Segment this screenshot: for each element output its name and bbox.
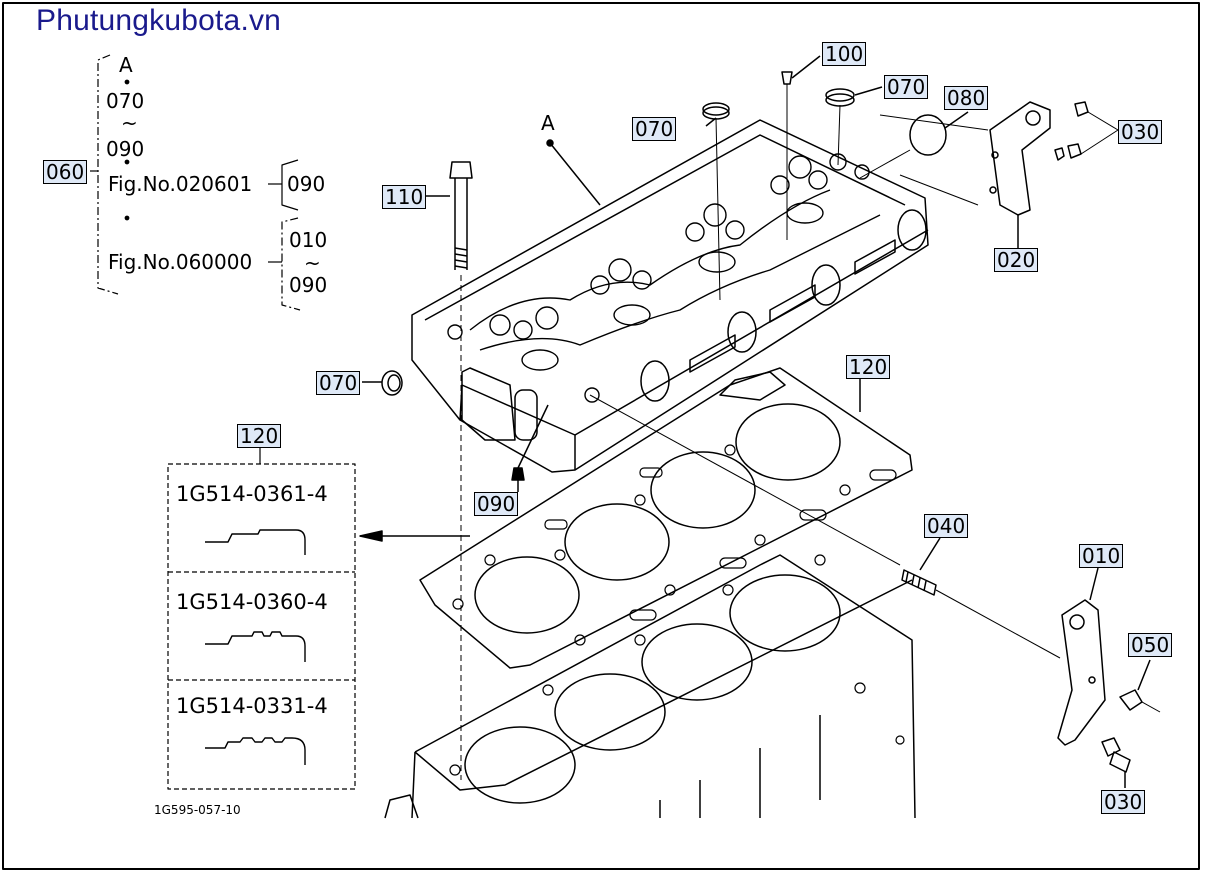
callout-040[interactable]: 040 <box>924 514 969 538</box>
gasket-variant-part-no: 1G514-0331-4 <box>176 694 328 718</box>
bracket-010 <box>1057 567 1106 746</box>
legend-range-from: 070 <box>106 89 145 113</box>
point-a-label: A <box>541 111 555 135</box>
legend-fig-2-tilde: ~ <box>304 251 321 275</box>
cylinder-block <box>384 554 916 819</box>
bolt-110 <box>424 161 473 780</box>
head-gasket <box>419 367 913 669</box>
legend-range-to: 090 <box>106 137 145 161</box>
callout-090[interactable]: 090 <box>474 492 519 516</box>
legend-brackets <box>90 54 301 311</box>
callout-050[interactable]: 050 <box>1128 633 1173 657</box>
callout-080[interactable]: 080 <box>944 86 989 110</box>
cylinder-head <box>411 119 929 473</box>
drawing-code: 1G595-057-10 <box>154 803 241 817</box>
callout-030-bottom[interactable]: 030 <box>1101 790 1146 814</box>
legend-fig-1-ref: 090 <box>287 172 326 196</box>
callout-020[interactable]: 020 <box>994 248 1039 272</box>
callout-030-top[interactable]: 030 <box>1118 120 1163 144</box>
gasket-profiles <box>205 529 306 765</box>
legend-tilde: ~ <box>121 111 138 135</box>
callout-110[interactable]: 110 <box>382 185 427 209</box>
bracket-020 <box>879 101 1119 248</box>
site-title[interactable]: Phutungkubota.vn <box>36 4 282 37</box>
callout-070-left[interactable]: 070 <box>632 117 677 141</box>
legend-fig-2-from: 010 <box>289 228 328 252</box>
callout-010[interactable]: 010 <box>1079 544 1124 568</box>
callout-060[interactable]: 060 <box>43 160 88 184</box>
callout-100[interactable]: 100 <box>822 42 867 66</box>
gasket-variant-part-no: 1G514-0360-4 <box>176 590 328 614</box>
gasket-variant-part-no: 1G514-0361-4 <box>176 482 328 506</box>
legend-fig-1[interactable]: Fig.No.020601 <box>108 172 253 196</box>
legend-fig-2[interactable]: Fig.No.060000 <box>108 250 253 274</box>
callout-120-variants[interactable]: 120 <box>237 424 282 448</box>
legend-fig-2-to: 090 <box>289 273 328 297</box>
callout-120-gasket[interactable]: 120 <box>846 355 891 379</box>
stud-040 <box>901 537 1061 659</box>
callout-070-side[interactable]: 070 <box>316 371 361 395</box>
legend-point-a: A <box>119 53 133 77</box>
gasket-variant-box <box>167 463 356 790</box>
callout-070-top[interactable]: 070 <box>884 75 929 99</box>
